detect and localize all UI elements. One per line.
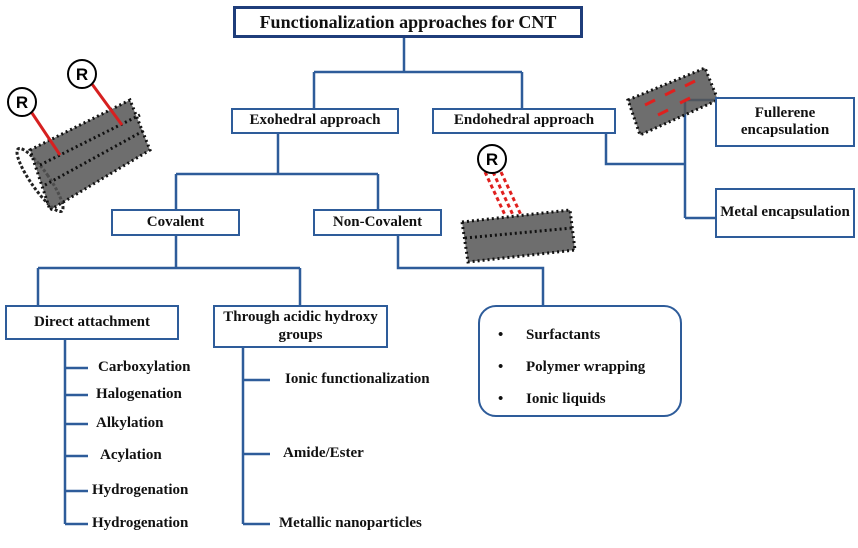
node-non-covalent: Non-Covalent [313, 209, 442, 236]
list-item-surfactants: • Surfactants [498, 327, 600, 344]
connector-title-to-approaches [312, 38, 524, 108]
list-item-ionic-liquids: • Ionic liquids [498, 391, 606, 408]
encapsulated-molecules [644, 79, 696, 117]
r-group-label-3: R [486, 150, 498, 169]
list-item-label: Ionic liquids [526, 391, 606, 407]
connector-endohedral-to-encapsulations [604, 98, 715, 220]
node-metal-encapsulation: Metal encapsulation [715, 188, 855, 238]
list-item-polymer-wrapping: • Polymer wrapping [498, 359, 645, 376]
list-item-label: Surfactants [526, 327, 601, 343]
cnt-tube-covalent [15, 97, 152, 214]
bullet: • [498, 327, 504, 343]
node-through-acidic-hydroxy-groups: Through acidic hydroxy groups [213, 305, 388, 348]
r-group-label-2: R [76, 65, 88, 84]
leaf-amide-ester: Amide/Ester [283, 445, 364, 461]
r-group-label-1: R [16, 93, 28, 112]
node-covalent: Covalent [111, 209, 240, 236]
leaf-hydrogenation-1: Hydrogenation [92, 482, 189, 498]
leaf-acylation: Acylation [100, 447, 162, 463]
leaf-carboxylation: Carboxylation [98, 359, 191, 375]
non-covalent-list-box: • Surfactants • Polymer wrapping • Ionic li… [478, 305, 682, 417]
dash-bond-3 [499, 171, 523, 216]
bullet: • [498, 391, 504, 407]
node-direct-attachment: Direct attachment [5, 305, 179, 340]
list-item-label: Polymer wrapping [526, 359, 646, 375]
connector-exohedral-to-types [174, 133, 380, 209]
dash-bond-2 [491, 171, 515, 216]
bullet: • [498, 359, 504, 375]
leaf-alkylation: Alkylation [96, 415, 164, 431]
leaf-ticks [65, 366, 270, 526]
dash-bond-1 [483, 171, 507, 216]
connector-covalent-to-methods [36, 236, 302, 305]
bond-r1 [28, 109, 62, 156]
leaf-halogenation: Halogenation [96, 386, 182, 402]
leaf-ionic-functionalization: Ionic functionalization [285, 371, 430, 387]
cnt-tube-noncovalent [462, 210, 575, 262]
r-group-circle-3 [477, 144, 507, 174]
connector-noncovalent-to-list [396, 236, 545, 305]
leaf-metallic-nanoparticles: Metallic nanoparticles [279, 515, 422, 531]
node-endohedral-approach: Endohedral approach [432, 108, 616, 134]
bond-r2 [90, 83, 124, 126]
leaf-hydrogenation-2: Hydrogenation [92, 515, 189, 531]
page-title: Functionalization approaches for CNT [233, 6, 583, 38]
cnt-tube-endohedral [628, 68, 718, 135]
r-group-circle-2 [67, 59, 97, 89]
r-group-circle-1 [7, 87, 37, 117]
node-exohedral-approach: Exohedral approach [231, 108, 399, 134]
node-fullerene-encapsulation: Fullerene encapsulation [715, 97, 855, 147]
